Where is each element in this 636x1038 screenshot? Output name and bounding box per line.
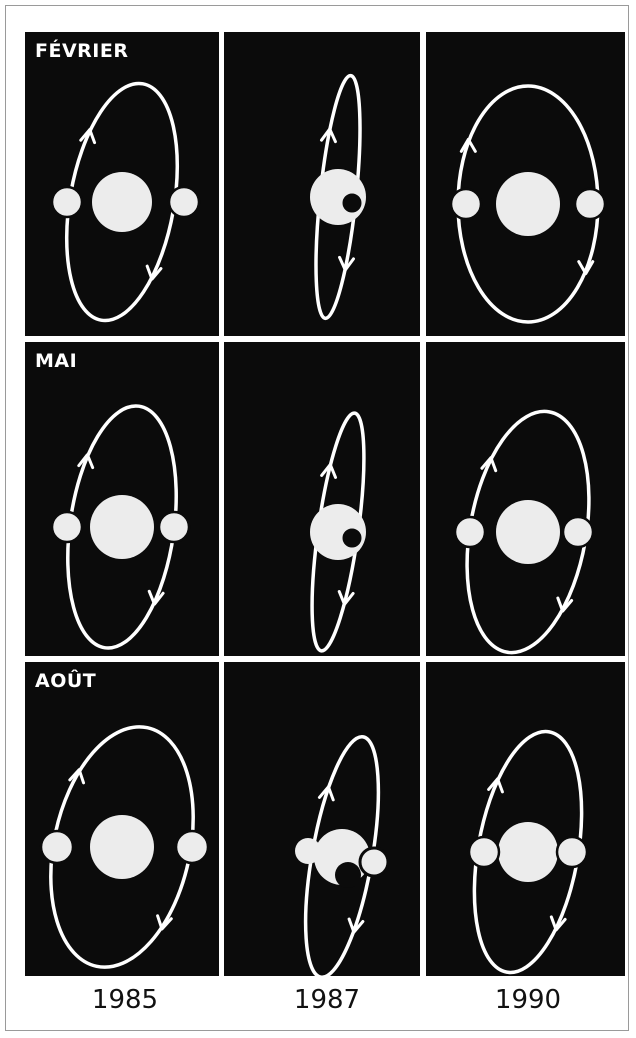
orbit-diagram bbox=[25, 662, 219, 976]
planet bbox=[90, 815, 154, 879]
planet bbox=[496, 500, 560, 564]
panel-fevrier-1985: FÉVRIER bbox=[25, 32, 219, 336]
orbit-diagram bbox=[426, 32, 625, 336]
moon-transit bbox=[341, 527, 363, 549]
moon bbox=[52, 512, 82, 542]
panel-fevrier-1990 bbox=[426, 32, 625, 336]
year-label-1987: 1987 bbox=[267, 985, 387, 1015]
orbit-diagram bbox=[224, 662, 420, 976]
panel-mai-1990 bbox=[426, 342, 625, 656]
row-label-mai: MAI bbox=[35, 350, 77, 372]
row-label-aout: AOÛT bbox=[35, 670, 96, 692]
planet bbox=[92, 172, 152, 232]
moon bbox=[455, 517, 485, 547]
year-label-1990: 1990 bbox=[468, 985, 588, 1015]
moon-transit bbox=[341, 192, 363, 214]
planet bbox=[496, 172, 560, 236]
orbit-diagram bbox=[426, 342, 625, 656]
orbit-diagram bbox=[25, 342, 219, 656]
row-label-fevrier: FÉVRIER bbox=[35, 40, 128, 62]
moon bbox=[41, 831, 73, 863]
moon bbox=[557, 837, 587, 867]
year-label-1985: 1985 bbox=[65, 985, 185, 1015]
moon bbox=[169, 187, 199, 217]
moon bbox=[563, 517, 593, 547]
orbit-diagram bbox=[224, 32, 420, 336]
orbit-grid: FÉVRIER MAI AOÛT bbox=[25, 32, 625, 977]
orbit-diagram bbox=[224, 342, 420, 656]
moon bbox=[451, 189, 481, 219]
orbit-diagram bbox=[426, 662, 625, 976]
moon bbox=[360, 848, 388, 876]
panel-mai-1987 bbox=[224, 342, 420, 656]
panel-fevrier-1987 bbox=[224, 32, 420, 336]
moon-shadow bbox=[335, 862, 361, 888]
moon bbox=[52, 187, 82, 217]
moon bbox=[469, 837, 499, 867]
orbit-diagram bbox=[25, 32, 219, 336]
moon bbox=[295, 838, 321, 864]
panel-aout-1987 bbox=[224, 662, 420, 976]
moon bbox=[176, 831, 208, 863]
moon bbox=[575, 189, 605, 219]
planet bbox=[90, 495, 154, 559]
planet bbox=[498, 822, 558, 882]
panel-aout-1990 bbox=[426, 662, 625, 976]
panel-mai-1985: MAI bbox=[25, 342, 219, 656]
panel-aout-1985: AOÛT bbox=[25, 662, 219, 976]
moon bbox=[159, 512, 189, 542]
